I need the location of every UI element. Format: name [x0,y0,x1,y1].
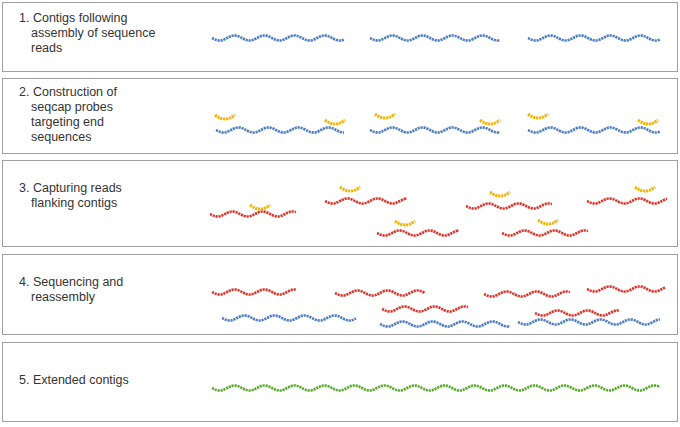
step-label: 1. Contigs following assembly of sequenc… [19,11,157,56]
step-panel: 2. Construction of seqcap probes targeti… [2,78,678,154]
step-label: 2. Construction of seqcap probes targeti… [19,85,143,145]
step-panel: 3. Capturing reads flanking contigs [2,160,678,247]
step-panel: 5. Extended contigs [2,342,678,422]
step-label: 4. Sequencing and reassembly [19,275,143,305]
step-label: 3. Capturing reads flanking contigs [19,181,155,211]
step-panel: 4. Sequencing and reassembly [2,254,678,335]
step-panel: 1. Contigs following assembly of sequenc… [2,2,678,72]
step-label: 5. Extended contigs [19,373,191,388]
